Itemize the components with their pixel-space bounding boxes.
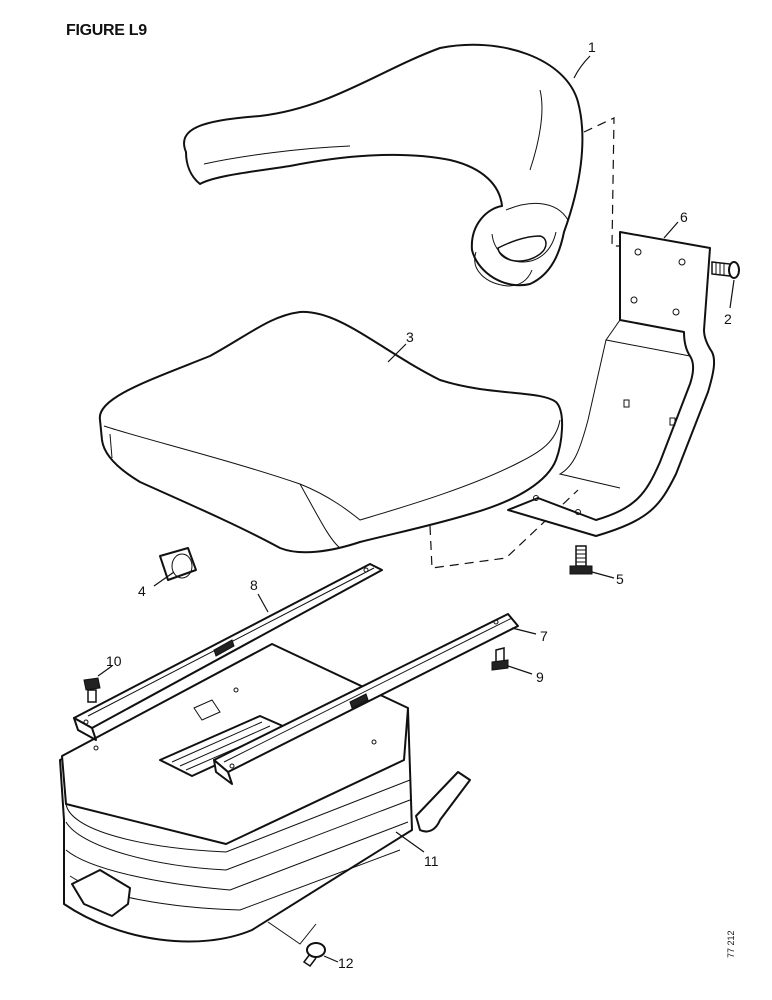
leader-line-12 — [323, 955, 339, 963]
leader-line-5 — [591, 571, 615, 579]
screw-part-9 — [491, 647, 509, 671]
seat-cushion-part — [98, 310, 563, 554]
bolt-part-5 — [569, 545, 593, 575]
slide-rail-part-8 — [73, 563, 383, 741]
screw-part-12 — [302, 942, 326, 968]
callout-10: 10 — [106, 653, 122, 669]
leader-line-9 — [507, 665, 533, 675]
callout-3: 3 — [406, 329, 414, 345]
callout-12: 12 — [338, 955, 354, 971]
leader-line-1 — [573, 55, 591, 79]
leader-line-11 — [395, 831, 425, 853]
leader-line-3 — [387, 343, 407, 363]
slide-rail-part-7 — [213, 613, 519, 785]
leader-line-8 — [257, 593, 269, 613]
alignment-dashed-line — [429, 489, 579, 569]
leader-line-4 — [153, 571, 175, 587]
callout-8: 8 — [250, 577, 258, 593]
reference-code: 77 212 — [726, 930, 736, 958]
callout-1: 1 — [588, 39, 596, 55]
callout-9: 9 — [536, 669, 544, 685]
leader-line-10 — [97, 665, 113, 677]
figure-title: FIGURE L9 — [66, 22, 147, 39]
screw-part-10 — [83, 677, 101, 703]
callout-2: 2 — [724, 311, 732, 327]
callout-7: 7 — [540, 628, 548, 644]
bush-part — [159, 547, 197, 581]
callout-4: 4 — [138, 583, 146, 599]
leader-line-6 — [663, 221, 679, 239]
leader-line-2 — [729, 279, 735, 309]
backrest-part — [183, 43, 584, 287]
suspension-base-part — [59, 643, 471, 945]
bracket-part — [507, 231, 716, 537]
leader-line-7 — [511, 627, 537, 635]
callout-6: 6 — [680, 209, 688, 225]
bolt-part-2 — [711, 261, 740, 279]
alignment-dashed-line — [583, 117, 640, 247]
callout-5: 5 — [616, 571, 624, 587]
callout-11: 11 — [424, 853, 439, 869]
